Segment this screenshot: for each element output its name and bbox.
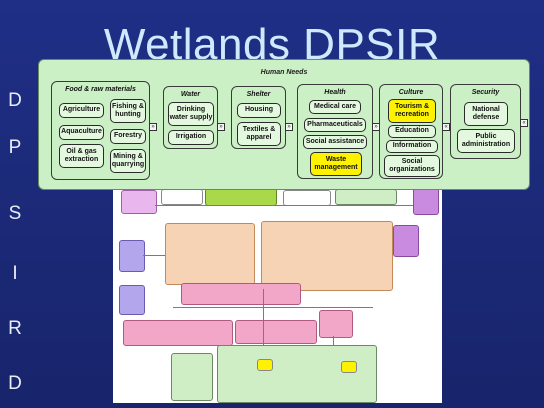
item-public-administration: Public administration bbox=[457, 129, 515, 153]
group-title: Water bbox=[180, 91, 201, 98]
group-title: Shelter bbox=[246, 91, 271, 98]
connector-icon: » bbox=[149, 123, 157, 131]
group-security: Security National defense Public adminis… bbox=[450, 84, 521, 159]
group-health: Health Medical care Pharmaceuticals Soci… bbox=[297, 84, 373, 179]
background-dpsir-diagram bbox=[113, 185, 442, 403]
item-housing: Housing bbox=[237, 103, 281, 118]
item-national-defense: National defense bbox=[464, 102, 508, 126]
group-food-raw-materials: Food & raw materials Agriculture Fishing… bbox=[51, 81, 150, 180]
item-oil-gas-extraction: Oil & gas extraction bbox=[59, 144, 104, 168]
human-needs-panel: Human Needs Food & raw materials Agricul… bbox=[38, 59, 530, 190]
side-letter-i: I bbox=[12, 263, 18, 284]
item-forestry: Forestry bbox=[110, 129, 146, 144]
item-social-assistance: Social assistance bbox=[303, 135, 367, 149]
group-title: Food & raw materials bbox=[65, 86, 136, 93]
group-title: Culture bbox=[398, 89, 424, 96]
group-water: Water Drinking water supply Irrigation bbox=[163, 86, 218, 149]
group-shelter: Shelter Housing Textiles & apparel bbox=[231, 86, 286, 149]
item-tourism-recreation: Tourism & recreation bbox=[388, 99, 436, 123]
connector-icon: » bbox=[285, 123, 293, 131]
item-aquaculture: Aquaculture bbox=[59, 125, 104, 140]
connector-icon: « bbox=[442, 123, 450, 131]
item-pharmaceuticals: Pharmaceuticals bbox=[304, 118, 366, 132]
connector-icon: » bbox=[217, 123, 225, 131]
group-culture: Culture Tourism & recreation Education I… bbox=[379, 84, 443, 179]
group-title: Health bbox=[324, 89, 346, 96]
item-social-organizations: Social organizations bbox=[384, 155, 440, 177]
side-letter-p: P bbox=[8, 137, 22, 158]
item-textiles-apparel: Textiles & apparel bbox=[237, 122, 281, 146]
human-needs-title: Human Needs bbox=[260, 69, 308, 76]
group-title: Security bbox=[471, 89, 500, 96]
side-letter-s: S bbox=[8, 203, 22, 224]
item-agriculture: Agriculture bbox=[59, 103, 104, 118]
item-information: Information bbox=[386, 140, 438, 153]
item-education: Education bbox=[388, 125, 436, 138]
item-mining-quarrying: Mining & quarrying bbox=[110, 149, 146, 173]
item-waste-management: Waste management bbox=[310, 152, 362, 176]
side-letter-d: D bbox=[8, 90, 22, 111]
connector-icon: « bbox=[520, 119, 528, 127]
item-drinking-water-supply: Drinking water supply bbox=[168, 102, 214, 126]
item-irrigation: Irrigation bbox=[168, 130, 214, 145]
side-letter-r: R bbox=[8, 318, 22, 339]
side-letter-d2: D bbox=[8, 373, 22, 394]
item-fishing-hunting: Fishing & hunting bbox=[110, 99, 146, 123]
item-medical-care: Medical care bbox=[309, 100, 361, 114]
